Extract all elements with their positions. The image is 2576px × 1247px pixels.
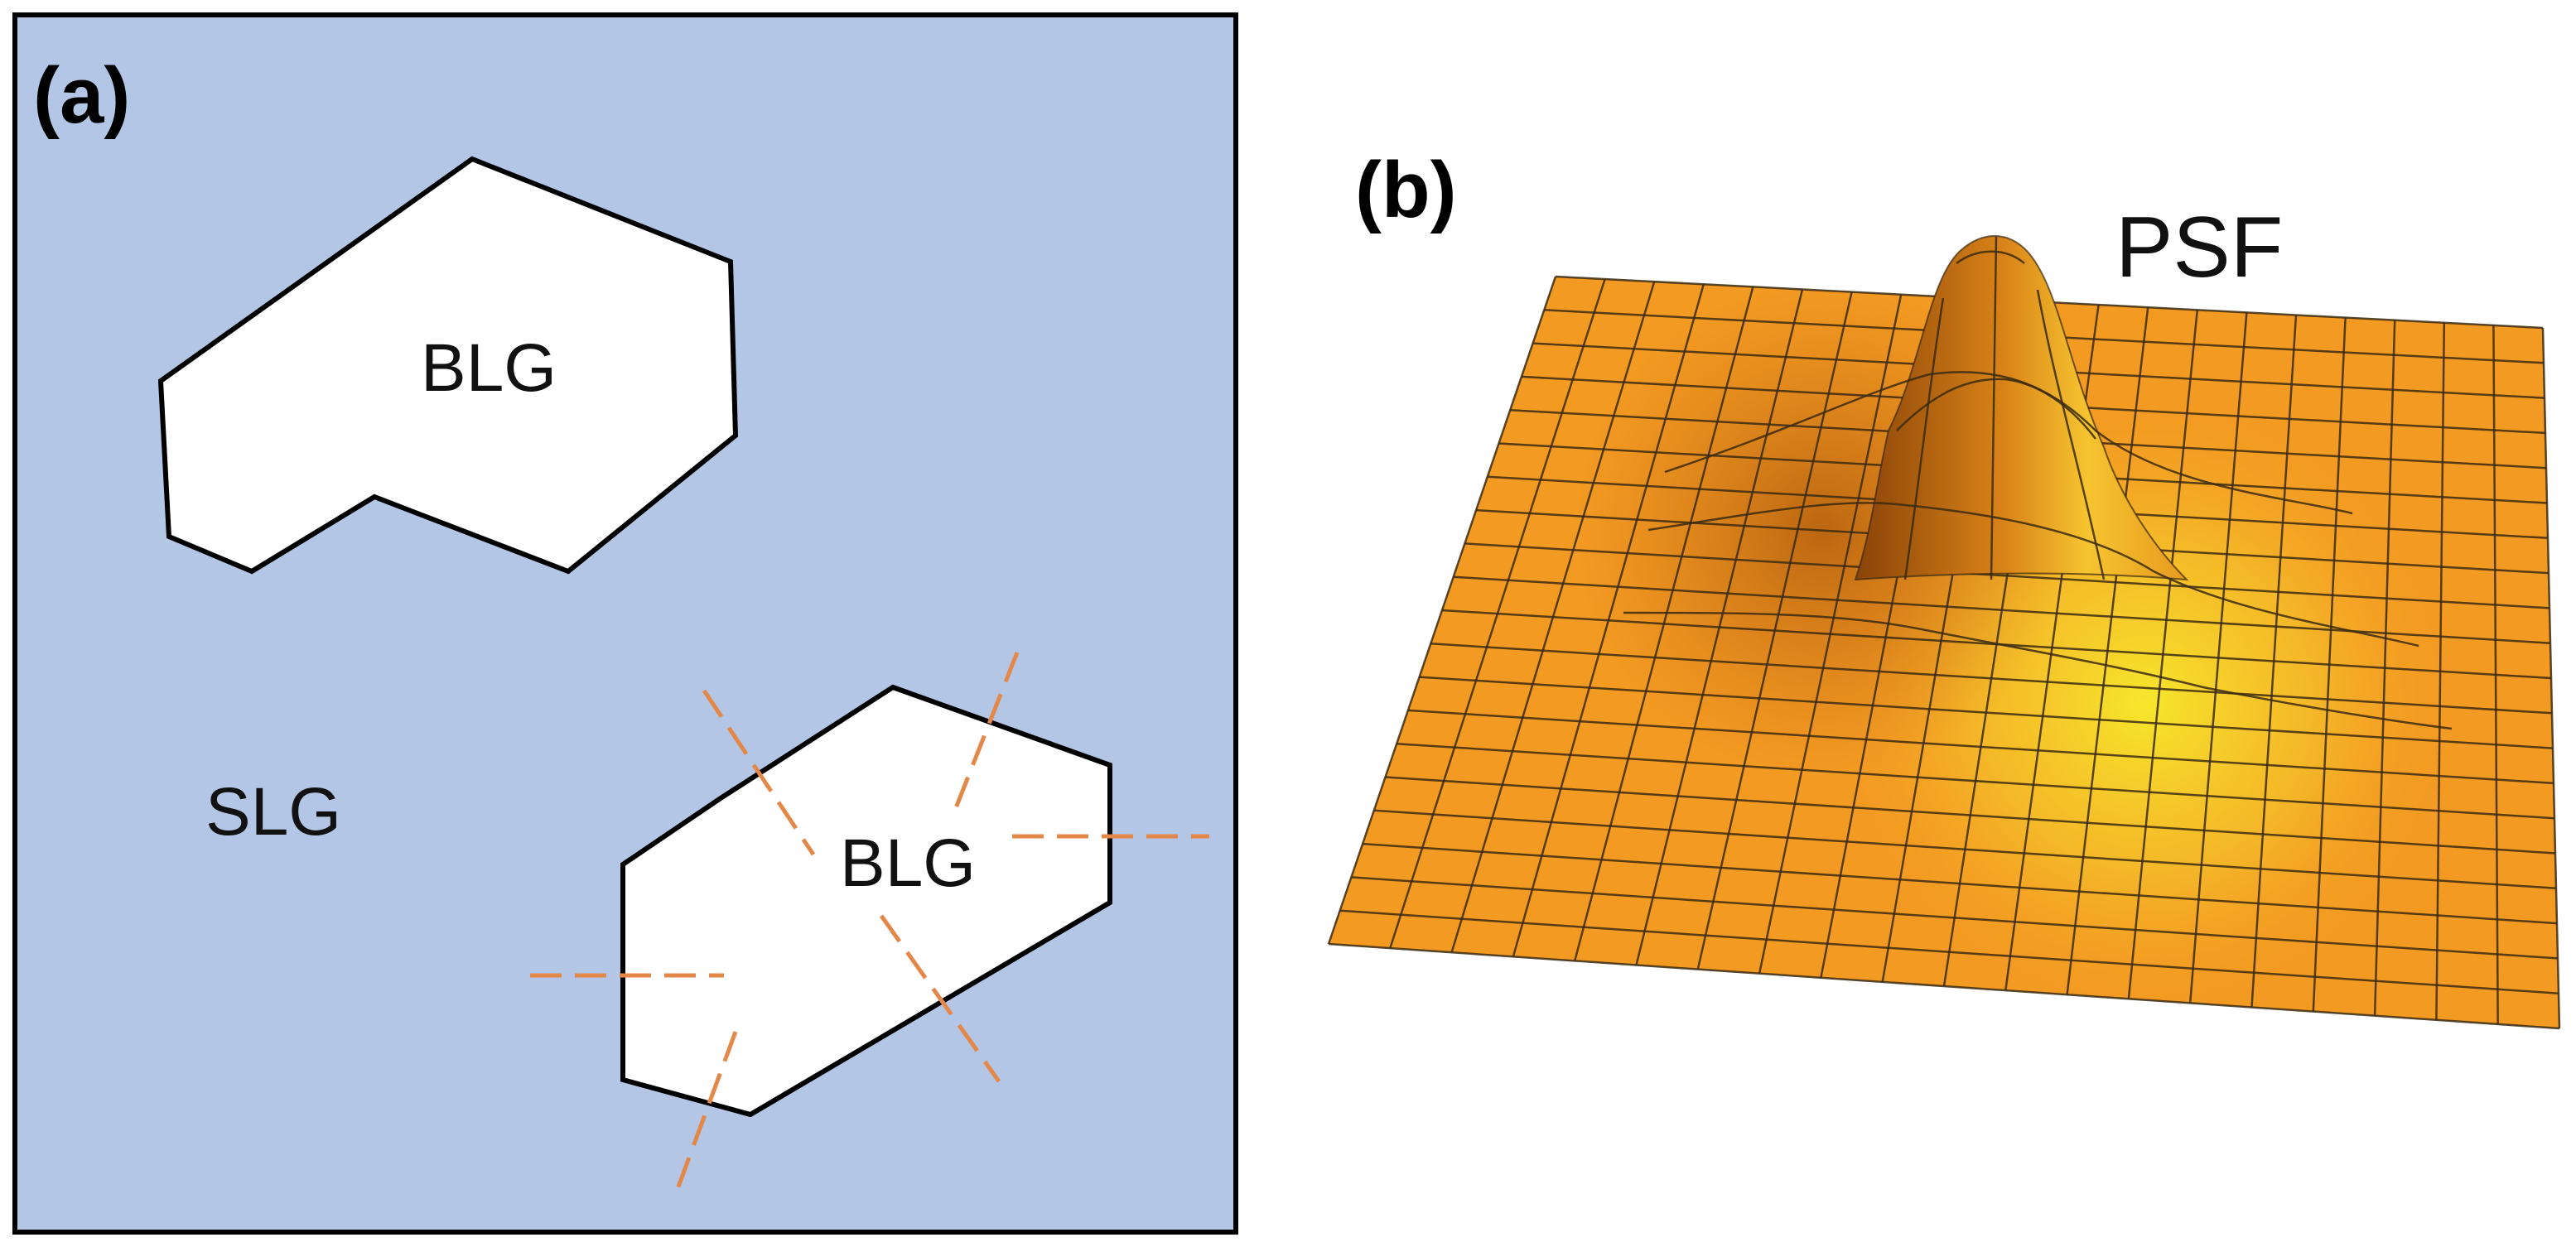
psf-grid-line bbox=[1464, 542, 2550, 609]
slg-label: SLG bbox=[205, 774, 341, 850]
blg-flake-upper bbox=[157, 156, 739, 575]
dashed-line bbox=[879, 914, 1001, 1083]
blg-flake-lower bbox=[620, 684, 1112, 1118]
psf-contour bbox=[1623, 611, 2453, 730]
psf-grid-line bbox=[1453, 575, 2551, 644]
psf-grid-line bbox=[1407, 709, 2554, 785]
psf-grid-line bbox=[1351, 876, 2559, 960]
psf-contour bbox=[1896, 378, 2096, 440]
panel-b-label: (b) bbox=[1355, 146, 1457, 234]
dashed-lines bbox=[530, 652, 1209, 1190]
panel-a: (a) BLG BLG SLG bbox=[12, 12, 1238, 1235]
psf-grid-line bbox=[1430, 643, 2553, 715]
psf-grid-line bbox=[1373, 809, 2557, 890]
dashed-line bbox=[702, 689, 816, 856]
dashed-line bbox=[950, 652, 1020, 817]
psf-contours bbox=[1623, 236, 2453, 730]
psf-contour bbox=[1990, 236, 1998, 580]
blg-label-lower: BLG bbox=[840, 826, 976, 901]
psf-contour bbox=[1647, 502, 2419, 648]
psf-grid-line bbox=[1363, 842, 2558, 925]
psf-label: PSF bbox=[2115, 200, 2283, 296]
psf-grid-line bbox=[1419, 676, 2554, 749]
psf-grid-line bbox=[1339, 909, 2559, 994]
panel-b: (b) PSF bbox=[1327, 146, 2561, 1030]
psf-grid-line bbox=[1328, 942, 2560, 1030]
psf-contour bbox=[1903, 297, 1945, 580]
dashed-line bbox=[675, 1031, 738, 1190]
psf-shadow bbox=[1329, 277, 2559, 1028]
psf-contour bbox=[2036, 289, 2106, 580]
blg-label-upper: BLG bbox=[421, 330, 557, 406]
psf-grid-line bbox=[1385, 776, 2556, 855]
psf-grid-line bbox=[1397, 742, 2555, 820]
psf-contour bbox=[1956, 250, 2025, 265]
psf-peak bbox=[1854, 235, 2189, 581]
panel-a-label: (a) bbox=[33, 51, 130, 140]
